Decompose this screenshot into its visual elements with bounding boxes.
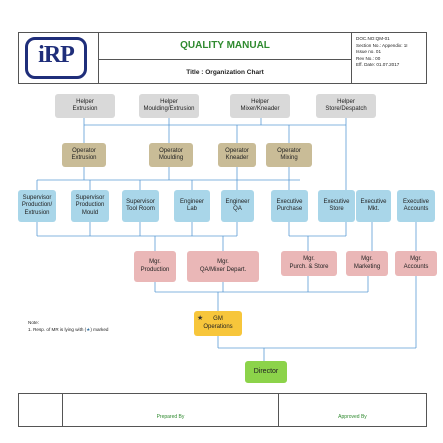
staff-role: Engineer: [179, 198, 205, 205]
chart-title: Title : Organization Chart: [186, 69, 264, 76]
gm-area: Operations: [203, 323, 233, 330]
prepared-by-cell: Prepared By: [63, 394, 279, 426]
star-icon: ★: [86, 326, 91, 332]
staff-area: Purchase: [276, 206, 303, 212]
helper-area: Mixer/Kneader: [240, 106, 280, 112]
gm-role: GM: [213, 316, 223, 322]
approved-by-cell: Approved By: [279, 394, 426, 426]
staff-area: Lab: [186, 206, 197, 212]
manager-area: QA/Mixer Depart.: [199, 266, 247, 273]
title-cell: QUALITY MANUAL Title : Organization Char…: [99, 33, 351, 83]
staff-role: Engineer: [225, 198, 250, 205]
staff-role: Executive: [360, 198, 387, 205]
manager-area: Purch. & Store: [289, 263, 329, 270]
manager-accounts: Mgr.Accounts: [395, 251, 437, 276]
manager-role: Mgr.: [410, 256, 422, 262]
manager-area: Accounts: [403, 263, 429, 270]
operator-role: Operator: [277, 147, 301, 154]
manager-role: Mgr.: [303, 256, 315, 262]
company-logo: iRP: [25, 37, 87, 79]
manager-production: Mgr.Production: [134, 251, 176, 282]
manager-purch-store: Mgr.Purch. & Store: [281, 251, 337, 276]
staff-role: Executive: [323, 198, 350, 205]
manager-area: Marketing: [353, 263, 381, 270]
staff-role: Supervisor: [22, 194, 52, 201]
doc-number: DOC.NO:QM-01: [356, 36, 390, 41]
helper-role: Helper: [337, 98, 355, 105]
document-info: DOC.NO:QM-01 Section No.: Appendix: 1I I…: [351, 33, 427, 83]
effective-date: Eff. Date: 01.07.2017: [356, 62, 400, 68]
note-heading: Note:: [28, 320, 39, 325]
note: Note: 1. Resp. of MR is lying with (★) m…: [28, 320, 108, 333]
footer-blank-cell: [19, 394, 63, 426]
signature-footer: Prepared By Approved By: [18, 393, 427, 427]
staff-role: Executive: [276, 198, 303, 205]
helper-area: Store/Despatch: [325, 106, 367, 112]
logo-text: iRP: [38, 42, 75, 68]
section-number: Section No.: Appendix: 1I: [356, 42, 408, 48]
document-header: iRP QUALITY MANUAL Title : Organization …: [18, 32, 427, 84]
note-text-before: 1. Resp. of MR is lying with (: [28, 326, 87, 332]
manager-role: Mgr.: [361, 256, 373, 262]
helper-role: Helper: [251, 98, 269, 105]
revision-number: Rev No.: 00: [356, 55, 381, 61]
staff-role: Supervisor: [126, 198, 155, 205]
helper-role: Helper: [160, 98, 178, 105]
manager-qa-mixer: Mgr.QA/Mixer Depart.: [187, 251, 259, 282]
star-icon: ★: [197, 315, 204, 322]
logo-cell: iRP: [19, 33, 99, 83]
note-text-after: ) marked: [90, 326, 109, 332]
operator-role: Operator: [225, 147, 249, 154]
approved-by-label: Approved By: [338, 414, 367, 420]
manager-area: Production: [140, 266, 170, 273]
helper-area: Moulding/Extrusion: [143, 106, 195, 112]
staff-role: Supervisor: [75, 194, 105, 201]
operator-area: Extrusion: [71, 155, 97, 161]
operator-role: Operator: [159, 147, 183, 154]
issue-number: Issue no. 01: [356, 49, 382, 55]
manager-role: Mgr.: [217, 259, 229, 265]
operator-area: Mixing: [280, 155, 298, 161]
manual-title: QUALITY MANUAL: [99, 40, 351, 60]
staff-area: Mkt.: [367, 206, 380, 212]
operator-role: Operator: [72, 147, 96, 154]
staff-role: Executive: [402, 198, 429, 205]
note-text: 1. Resp. of MR is lying with (★) marked: [28, 327, 108, 334]
staff-area: Production/ Extrusion: [21, 202, 53, 216]
staff-area: Accounts: [403, 206, 429, 212]
operator-area: Kneader: [225, 155, 249, 161]
staff-area: Store: [329, 206, 344, 212]
helper-area: Extrusion: [72, 106, 98, 112]
helper-role: Helper: [76, 98, 94, 105]
staff-area: Tool Room: [126, 206, 155, 212]
operator-area: Moulding: [158, 155, 184, 161]
staff-area: QA: [233, 206, 242, 212]
manager-marketing: Mgr.Marketing: [346, 251, 388, 276]
manager-role: Mgr.: [149, 259, 161, 265]
director: Director: [245, 361, 287, 383]
staff-area: Production Mould: [75, 202, 105, 216]
prepared-by-label: Prepared By: [156, 414, 185, 420]
